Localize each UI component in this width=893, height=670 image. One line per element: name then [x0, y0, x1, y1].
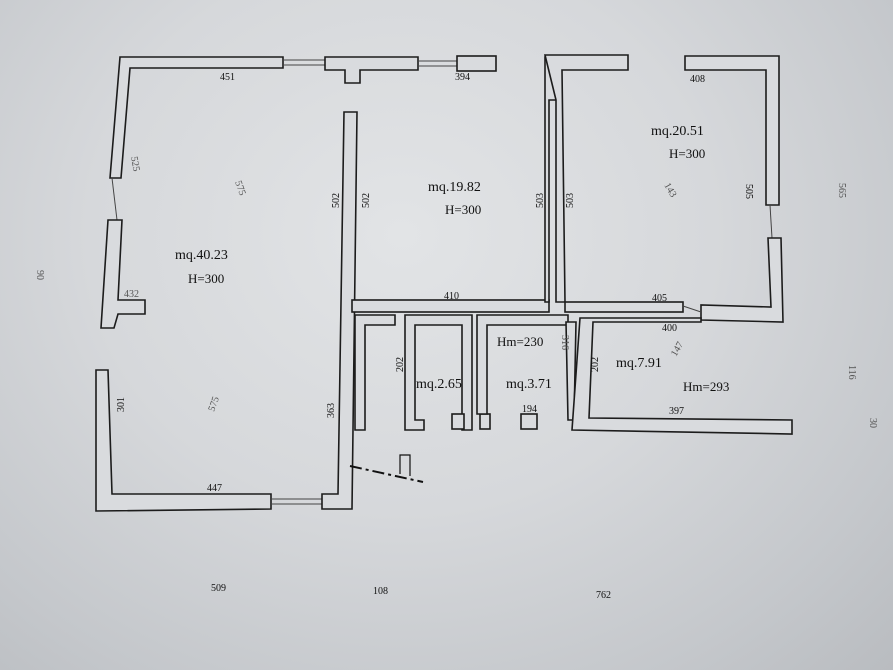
window-right	[769, 204, 773, 239]
room-a-area: mq.40.23	[175, 248, 228, 263]
dim-525: 525	[128, 156, 141, 173]
dim-575-top: 575	[232, 179, 247, 197]
wall-bath-e-stub-left	[479, 413, 491, 430]
wall-left-middle	[100, 219, 146, 329]
room-e-area: mq.3.71	[506, 377, 552, 392]
dim-194: 194	[522, 404, 537, 415]
dim-30: 30	[867, 418, 878, 428]
room-f-height: Hm=293	[683, 379, 729, 394]
dim-116: 116	[846, 365, 857, 380]
dim-408: 408	[690, 74, 705, 85]
room-d-area: mq.2.65	[416, 377, 462, 392]
wall-bath-e-stub-right	[520, 413, 538, 430]
passage-height: Hm=230	[497, 334, 543, 349]
dim-363: 363	[326, 403, 337, 418]
dim-410: 410	[444, 291, 459, 302]
wall-bath-e	[476, 314, 569, 415]
dim-405: 405	[652, 293, 667, 304]
wall-bath-d	[404, 314, 473, 431]
section-line	[349, 465, 424, 483]
dim-202-room-f: 202	[590, 357, 601, 372]
wall-middle-room-bottom	[351, 299, 550, 313]
wall-right-room-left-top	[543, 54, 629, 303]
dim-394: 394	[455, 72, 470, 83]
dim-316: 316	[559, 335, 570, 350]
dim-503-right: 503	[565, 193, 576, 208]
room-a-height: H=300	[188, 271, 224, 286]
room-b-area: mq.19.82	[428, 180, 481, 195]
wall-left-room-top	[109, 56, 284, 179]
window-left	[111, 177, 118, 221]
dim-509: 509	[211, 583, 226, 594]
wall-room-f	[571, 317, 793, 435]
wall-right-room-bottom-right	[700, 237, 784, 323]
entrance-step	[399, 454, 411, 476]
dim-503-left: 503	[535, 193, 546, 208]
wall-left-room-bottom	[95, 369, 272, 512]
dim-502-right: 502	[361, 193, 372, 208]
dim-505: 505	[743, 184, 754, 199]
wall-bath-left	[354, 314, 396, 431]
dim-451: 451	[220, 72, 235, 83]
dim-762: 762	[596, 590, 611, 601]
dim-400: 400	[662, 323, 677, 334]
room-b-height: H=300	[445, 202, 481, 217]
dim-301: 301	[116, 397, 127, 412]
dim-565: 565	[836, 183, 847, 198]
dim-147: 147	[669, 340, 686, 358]
dim-575-bottom: 575	[206, 395, 221, 413]
dim-447: 447	[207, 483, 222, 494]
room-c-height: H=300	[669, 146, 705, 161]
dim-397: 397	[669, 406, 684, 417]
wall-right-room-bottom	[564, 301, 684, 313]
wall-top-stub	[456, 55, 497, 72]
wall-central-vertical	[321, 111, 358, 510]
dim-502-left: 502	[331, 193, 342, 208]
dim-90: 90	[34, 270, 45, 280]
dim-202-bath: 202	[395, 357, 406, 372]
wall-bath-d-stub	[451, 413, 465, 430]
room-f-area: mq.7.91	[616, 356, 662, 371]
window-right-bottom	[682, 305, 702, 313]
room-c-area: mq.20.51	[651, 124, 704, 139]
wall-top-middle	[324, 56, 419, 84]
wall-right-room-top-right	[684, 55, 780, 206]
dim-143: 143	[661, 181, 678, 199]
dim-432: 432	[124, 289, 139, 300]
dim-108: 108	[373, 586, 388, 597]
